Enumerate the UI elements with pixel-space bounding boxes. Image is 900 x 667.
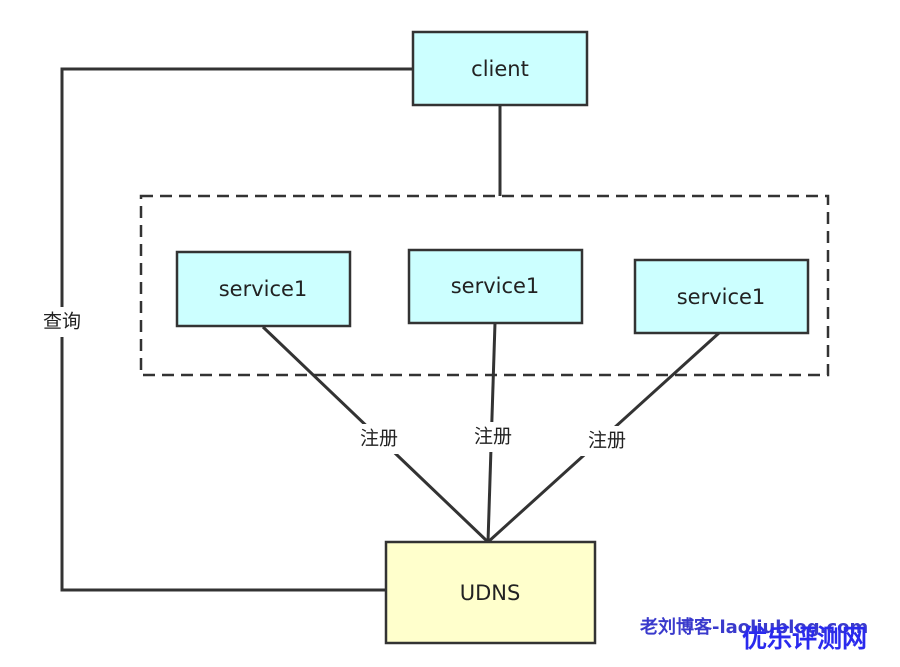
dns-node: UDNS — [384, 540, 597, 645]
register-label-a: 注册 — [360, 428, 398, 450]
service-node-a: service1 — [175, 250, 352, 328]
service-b-label: service1 — [451, 274, 540, 298]
watermark: 老刘博客-laoliublog.com 优乐评测网 — [640, 616, 868, 653]
service-a-label: service1 — [219, 277, 308, 301]
client-node: client — [411, 30, 589, 107]
query-connector — [60, 67, 413, 592]
service-node-b: service1 — [407, 248, 584, 325]
service-group-container — [139, 194, 830, 377]
service-node-c: service1 — [633, 258, 810, 335]
register-label-b: 注册 — [474, 426, 512, 448]
query-label: 查询 — [43, 311, 81, 333]
watermark-site: 老刘博客-laoliublog.com — [640, 616, 868, 638]
watermark-brand: 优乐评测网 — [742, 624, 867, 653]
client-label: client — [471, 57, 529, 81]
dns-label: UDNS — [460, 581, 521, 605]
register-label-c: 注册 — [588, 430, 626, 452]
service-c-label: service1 — [677, 285, 766, 309]
